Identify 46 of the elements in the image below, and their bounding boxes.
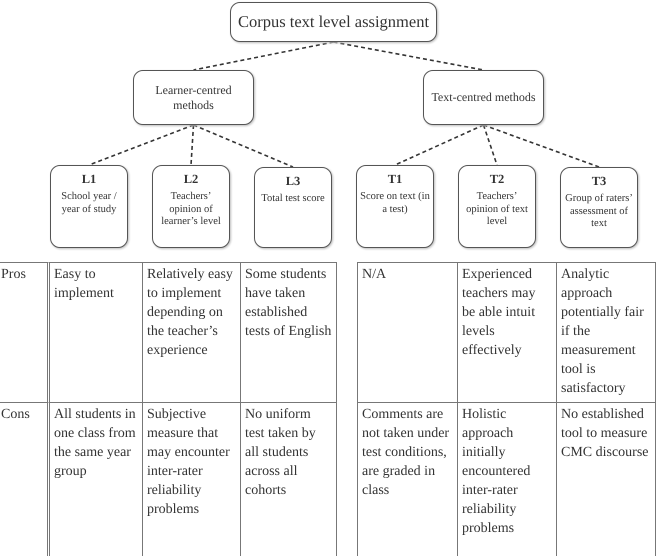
table-cell: Relatively easy to implement depending on the teacher’s experience — [142, 262, 240, 402]
method-text: Text-centred methods — [430, 90, 537, 105]
connector-line — [483, 124, 600, 168]
table-cell: N/A — [357, 262, 457, 402]
method-box — [152, 165, 230, 248]
method-text: Learner-centred methods — [154, 83, 233, 112]
connector-line — [333, 41, 484, 71]
table-cell: Analytic approach potentially fair if the measurement tool is satisfactory — [556, 262, 656, 402]
row-header-cell: Cons — [0, 402, 47, 556]
method-text: Score on text (in a test) — [359, 191, 431, 216]
row-header-cell: Pros — [0, 262, 47, 402]
method-text: Teachers’ opinion of learner’s level — [160, 191, 222, 229]
connector-line — [88, 124, 194, 166]
connector-line — [193, 124, 294, 168]
method-code: T1 — [388, 172, 402, 187]
connector-line — [193, 41, 334, 71]
table-cell: Subjective measure that may encounter inter-rater reliability problems — [142, 402, 240, 556]
method-box — [356, 165, 434, 248]
method-text: Total test score — [260, 193, 326, 206]
table-cell: Experienced teachers may be able intuit levels effectively — [457, 262, 556, 402]
method-box — [254, 167, 332, 248]
method-text: Group of raters’ assessment of text — [564, 193, 634, 231]
table-cell: Easy to implement — [47, 262, 142, 402]
method-box — [50, 165, 128, 248]
connector-line — [482, 124, 498, 166]
method-text: School year / year of study — [60, 191, 118, 216]
table-cell: No uniform test taken by all students across all cohorts — [240, 402, 337, 556]
category-box — [133, 70, 254, 125]
method-code: T2 — [490, 172, 504, 187]
table-cell: All students in one class from the same year group — [47, 402, 142, 556]
table-cell: No established tool to measure CMC discourse — [556, 402, 656, 556]
connector-line — [394, 124, 484, 166]
table-cell: Comments are not taken under test conditions, are graded in class — [357, 402, 457, 556]
method-code: T3 — [592, 174, 606, 189]
connector-line — [190, 124, 194, 166]
method-code: L2 — [184, 172, 198, 187]
table-cell: Holistic approach initially encountered inter-rater reliability problems — [457, 402, 556, 556]
category-box — [423, 70, 544, 125]
method-text: Teachers’ opinion of text level — [465, 191, 529, 229]
method-code: L1 — [82, 172, 96, 187]
root-node-text: Corpus text level assignment — [238, 12, 430, 32]
method-code: L3 — [286, 174, 300, 189]
method-box — [560, 167, 638, 248]
table-cell: Some students have taken established tests of English — [240, 262, 337, 402]
title-box — [230, 2, 437, 42]
method-box — [458, 165, 536, 248]
